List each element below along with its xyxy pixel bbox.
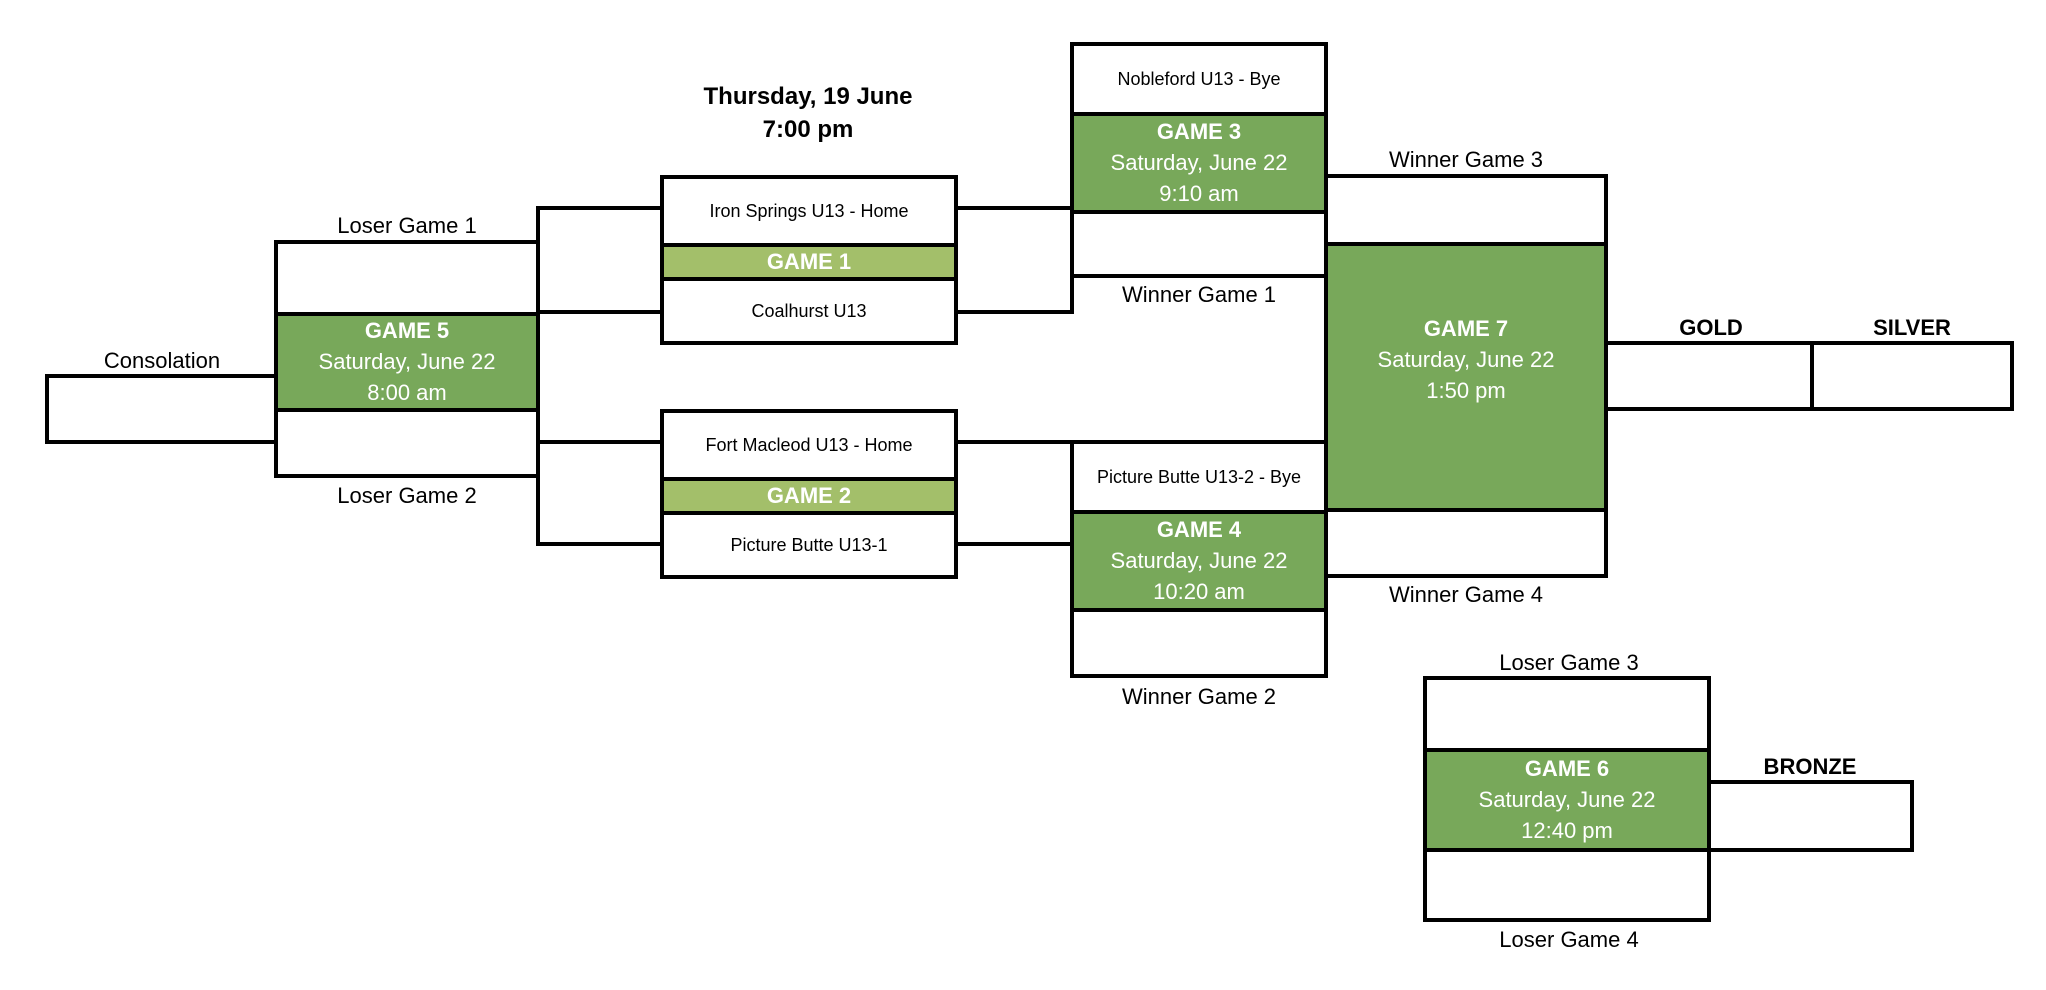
game6-band: GAME 6 Saturday, June 22 12:40 pm: [1427, 748, 1707, 852]
connector-g1-home-to-g3: [954, 206, 1074, 210]
game4-time: 10:20 am: [1153, 579, 1245, 604]
header-time: 7:00 pm: [762, 116, 854, 143]
game1-home-team: Iron Springs U13 - Home: [709, 200, 909, 221]
game7-band: GAME 7 Saturday, June 22 1:50 pm: [1328, 242, 1604, 512]
game3-band: GAME 3 Saturday, June 22 9:10 am: [1074, 112, 1324, 214]
label-winner-game-1: Winner Game 1: [1121, 282, 1277, 307]
game6-date: Saturday, June 22: [1478, 787, 1656, 812]
label-consolation: Consolation: [103, 348, 221, 373]
game4-band: GAME 4 Saturday, June 22 10:20 am: [1074, 510, 1324, 612]
label-silver: SILVER: [1873, 315, 1951, 340]
game5-time: 8:00 am: [367, 380, 447, 405]
label-winner-game-4: Winner Game 4: [1388, 582, 1544, 607]
game3-date: Saturday, June 22: [1110, 150, 1288, 175]
game1-away-team: Coalhurst U13: [751, 300, 867, 321]
bronze-slot: [1707, 780, 1914, 852]
game6-time: 12:40 pm: [1521, 818, 1613, 843]
game2-away-team: Picture Butte U13-1: [730, 534, 888, 555]
label-loser-game-2: Loser Game 2: [337, 483, 477, 508]
connector-g5-g2-bottom: [536, 542, 664, 546]
game1-label: GAME 1: [664, 243, 954, 281]
game7-label: GAME 7: [1423, 316, 1509, 341]
game1-block: Iron Springs U13 - Home GAME 1 Coalhurst…: [660, 175, 958, 345]
connector-g5-g2-vertical: [536, 440, 540, 546]
connector-g2-away-to-g4: [954, 542, 1074, 546]
game7-time: 1:50 pm: [1426, 378, 1506, 403]
connector-g1-away-to-g3: [954, 310, 1074, 314]
game2-home-team: Fort Macleod U13 - Home: [705, 434, 913, 455]
label-loser-game-3: Loser Game 3: [1499, 650, 1639, 675]
label-loser-game-4: Loser Game 4: [1499, 927, 1639, 952]
label-winner-game-2: Winner Game 2: [1121, 684, 1277, 709]
connector-g5-g1-vertical: [536, 206, 540, 314]
game4-date: Saturday, June 22: [1110, 548, 1288, 573]
game6-label: GAME 6: [1524, 756, 1610, 781]
label-gold: GOLD: [1679, 315, 1743, 340]
game5-date: Saturday, June 22: [318, 349, 496, 374]
silver-slot: [1810, 341, 2014, 411]
game6-block: GAME 6 Saturday, June 22 12:40 pm: [1423, 676, 1711, 922]
game4-block: Picture Butte U13-2 - Bye GAME 4 Saturda…: [1070, 440, 1328, 678]
game3-block: Nobleford U13 - Bye GAME 3 Saturday, Jun…: [1070, 42, 1328, 278]
consolation-slot: [45, 374, 278, 444]
game3-bye-team: Nobleford U13 - Bye: [1117, 68, 1281, 89]
game5-label: GAME 5: [364, 318, 450, 343]
label-loser-game-1: Loser Game 1: [337, 213, 477, 238]
bracket-header: Thursday, 19 June 7:00 pm: [704, 80, 913, 146]
game3-time: 9:10 am: [1159, 181, 1239, 206]
game7-block: GAME 7 Saturday, June 22 1:50 pm: [1324, 174, 1608, 578]
game5-block: GAME 5 Saturday, June 22 8:00 am: [274, 240, 540, 478]
game5-band: GAME 5 Saturday, June 22 8:00 am: [278, 312, 536, 412]
header-date: Thursday, 19 June: [703, 83, 913, 110]
game7-date: Saturday, June 22: [1377, 347, 1555, 372]
game3-label: GAME 3: [1156, 119, 1242, 144]
label-winner-game-3: Winner Game 3: [1388, 147, 1544, 172]
game2-label: GAME 2: [664, 477, 954, 515]
label-bronze: BRONZE: [1763, 754, 1857, 779]
game4-label: GAME 4: [1156, 517, 1242, 542]
game2-block: Fort Macleod U13 - Home GAME 2 Picture B…: [660, 409, 958, 579]
game4-bye-team: Picture Butte U13-2 - Bye: [1096, 466, 1302, 487]
connector-g5-g2-top: [536, 440, 664, 444]
connector-g5-g1-bottom: [536, 310, 664, 314]
gold-slot: [1604, 341, 1814, 411]
connector-g5-g1-top: [536, 206, 664, 210]
